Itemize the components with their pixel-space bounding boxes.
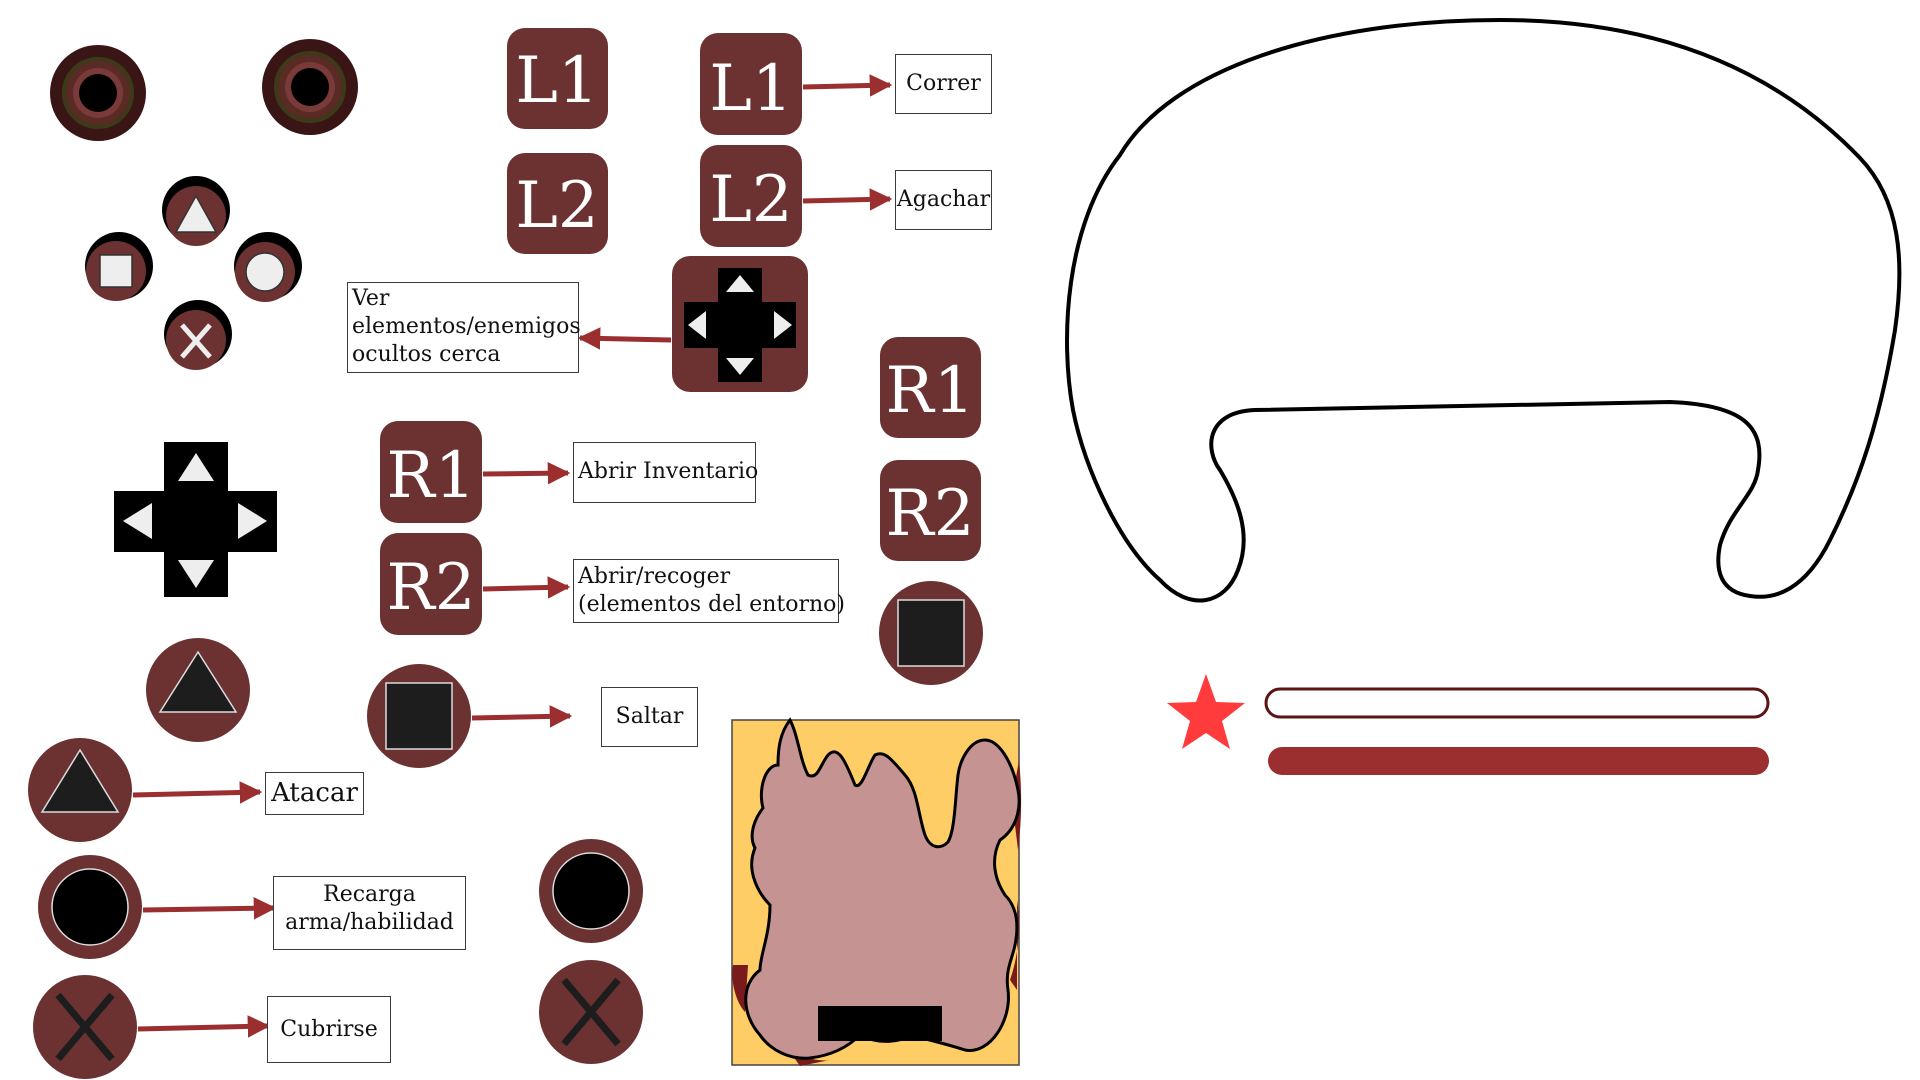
abrir-recoger-line-2: (elementos del entorno) — [578, 592, 845, 617]
abrir-inventario-label: Abrir Inventario — [573, 442, 758, 503]
svg-text:L1: L1 — [515, 44, 598, 118]
r2-recoger-mapping: R2 — [380, 533, 571, 635]
dpad-icon — [114, 442, 277, 597]
dpad-ver-mapping — [577, 256, 808, 392]
health-bar — [1264, 687, 1770, 719]
circle-icon — [234, 232, 302, 302]
svg-text:L1: L1 — [709, 52, 792, 126]
stamina-bar — [1268, 747, 1769, 775]
saltar-label: Saltar — [601, 687, 698, 747]
triangle-button-icon — [146, 638, 250, 742]
triangle-icon — [162, 176, 230, 246]
triangle-atacar-mapping — [28, 738, 263, 842]
svg-text:R1: R1 — [387, 439, 476, 513]
svg-text:L2: L2 — [515, 169, 598, 243]
abrir-recoger-line-1: Abrir/recoger — [578, 564, 731, 589]
hud-outline-frame — [1065, 17, 1902, 603]
cross-icon — [164, 300, 232, 370]
l2-button: L2 — [507, 153, 608, 254]
r1-inventario-mapping: R1 — [380, 421, 571, 523]
l1-button: L1 — [507, 28, 608, 129]
agachar-label: Agachar — [895, 170, 992, 230]
svg-text:R1: R1 — [886, 354, 975, 428]
ver-line-1: Ver — [352, 286, 390, 311]
square-button-icon — [879, 581, 983, 685]
cubrirse-label: Cubrirse — [267, 996, 391, 1063]
abrir-recoger-label: Abrir/recoger (elementos del entorno) — [573, 559, 845, 623]
svg-text:R2: R2 — [886, 477, 975, 551]
face-buttons-cluster — [85, 176, 302, 370]
circle-recarga-mapping — [38, 855, 277, 959]
square-icon — [85, 232, 153, 301]
ver-line-2: elementos/enemigos — [352, 314, 581, 339]
left-analog-stick-icon — [50, 45, 146, 141]
r1-button: R1 — [880, 337, 981, 438]
r2-button: R2 — [880, 460, 981, 561]
svg-text:R2: R2 — [387, 551, 476, 625]
l1-correr-mapping: L1 — [700, 33, 893, 135]
cross-cubrirse-mapping — [33, 975, 271, 1079]
recarga-line-2: arma/habilidad — [285, 910, 454, 935]
circle-button-icon — [539, 839, 643, 943]
recarga-line-1: Recarga — [323, 882, 416, 907]
correr-label: Correr — [895, 54, 992, 114]
atacar-label: Atacar — [265, 772, 364, 815]
square-saltar-mapping — [367, 664, 573, 768]
l2-agachar-mapping: L2 — [700, 145, 893, 247]
svg-text:L2: L2 — [709, 163, 792, 237]
ver-elementos-label: Ver elementos/enemigos ocultos cerca — [347, 282, 581, 373]
star-icon — [1167, 674, 1245, 749]
map-card — [731, 717, 1022, 1066]
recarga-label: Recarga arma/habilidad — [273, 876, 466, 950]
right-analog-stick-icon — [262, 39, 358, 135]
ver-line-3: ocultos cerca — [352, 342, 501, 367]
cross-button-icon — [539, 960, 643, 1064]
